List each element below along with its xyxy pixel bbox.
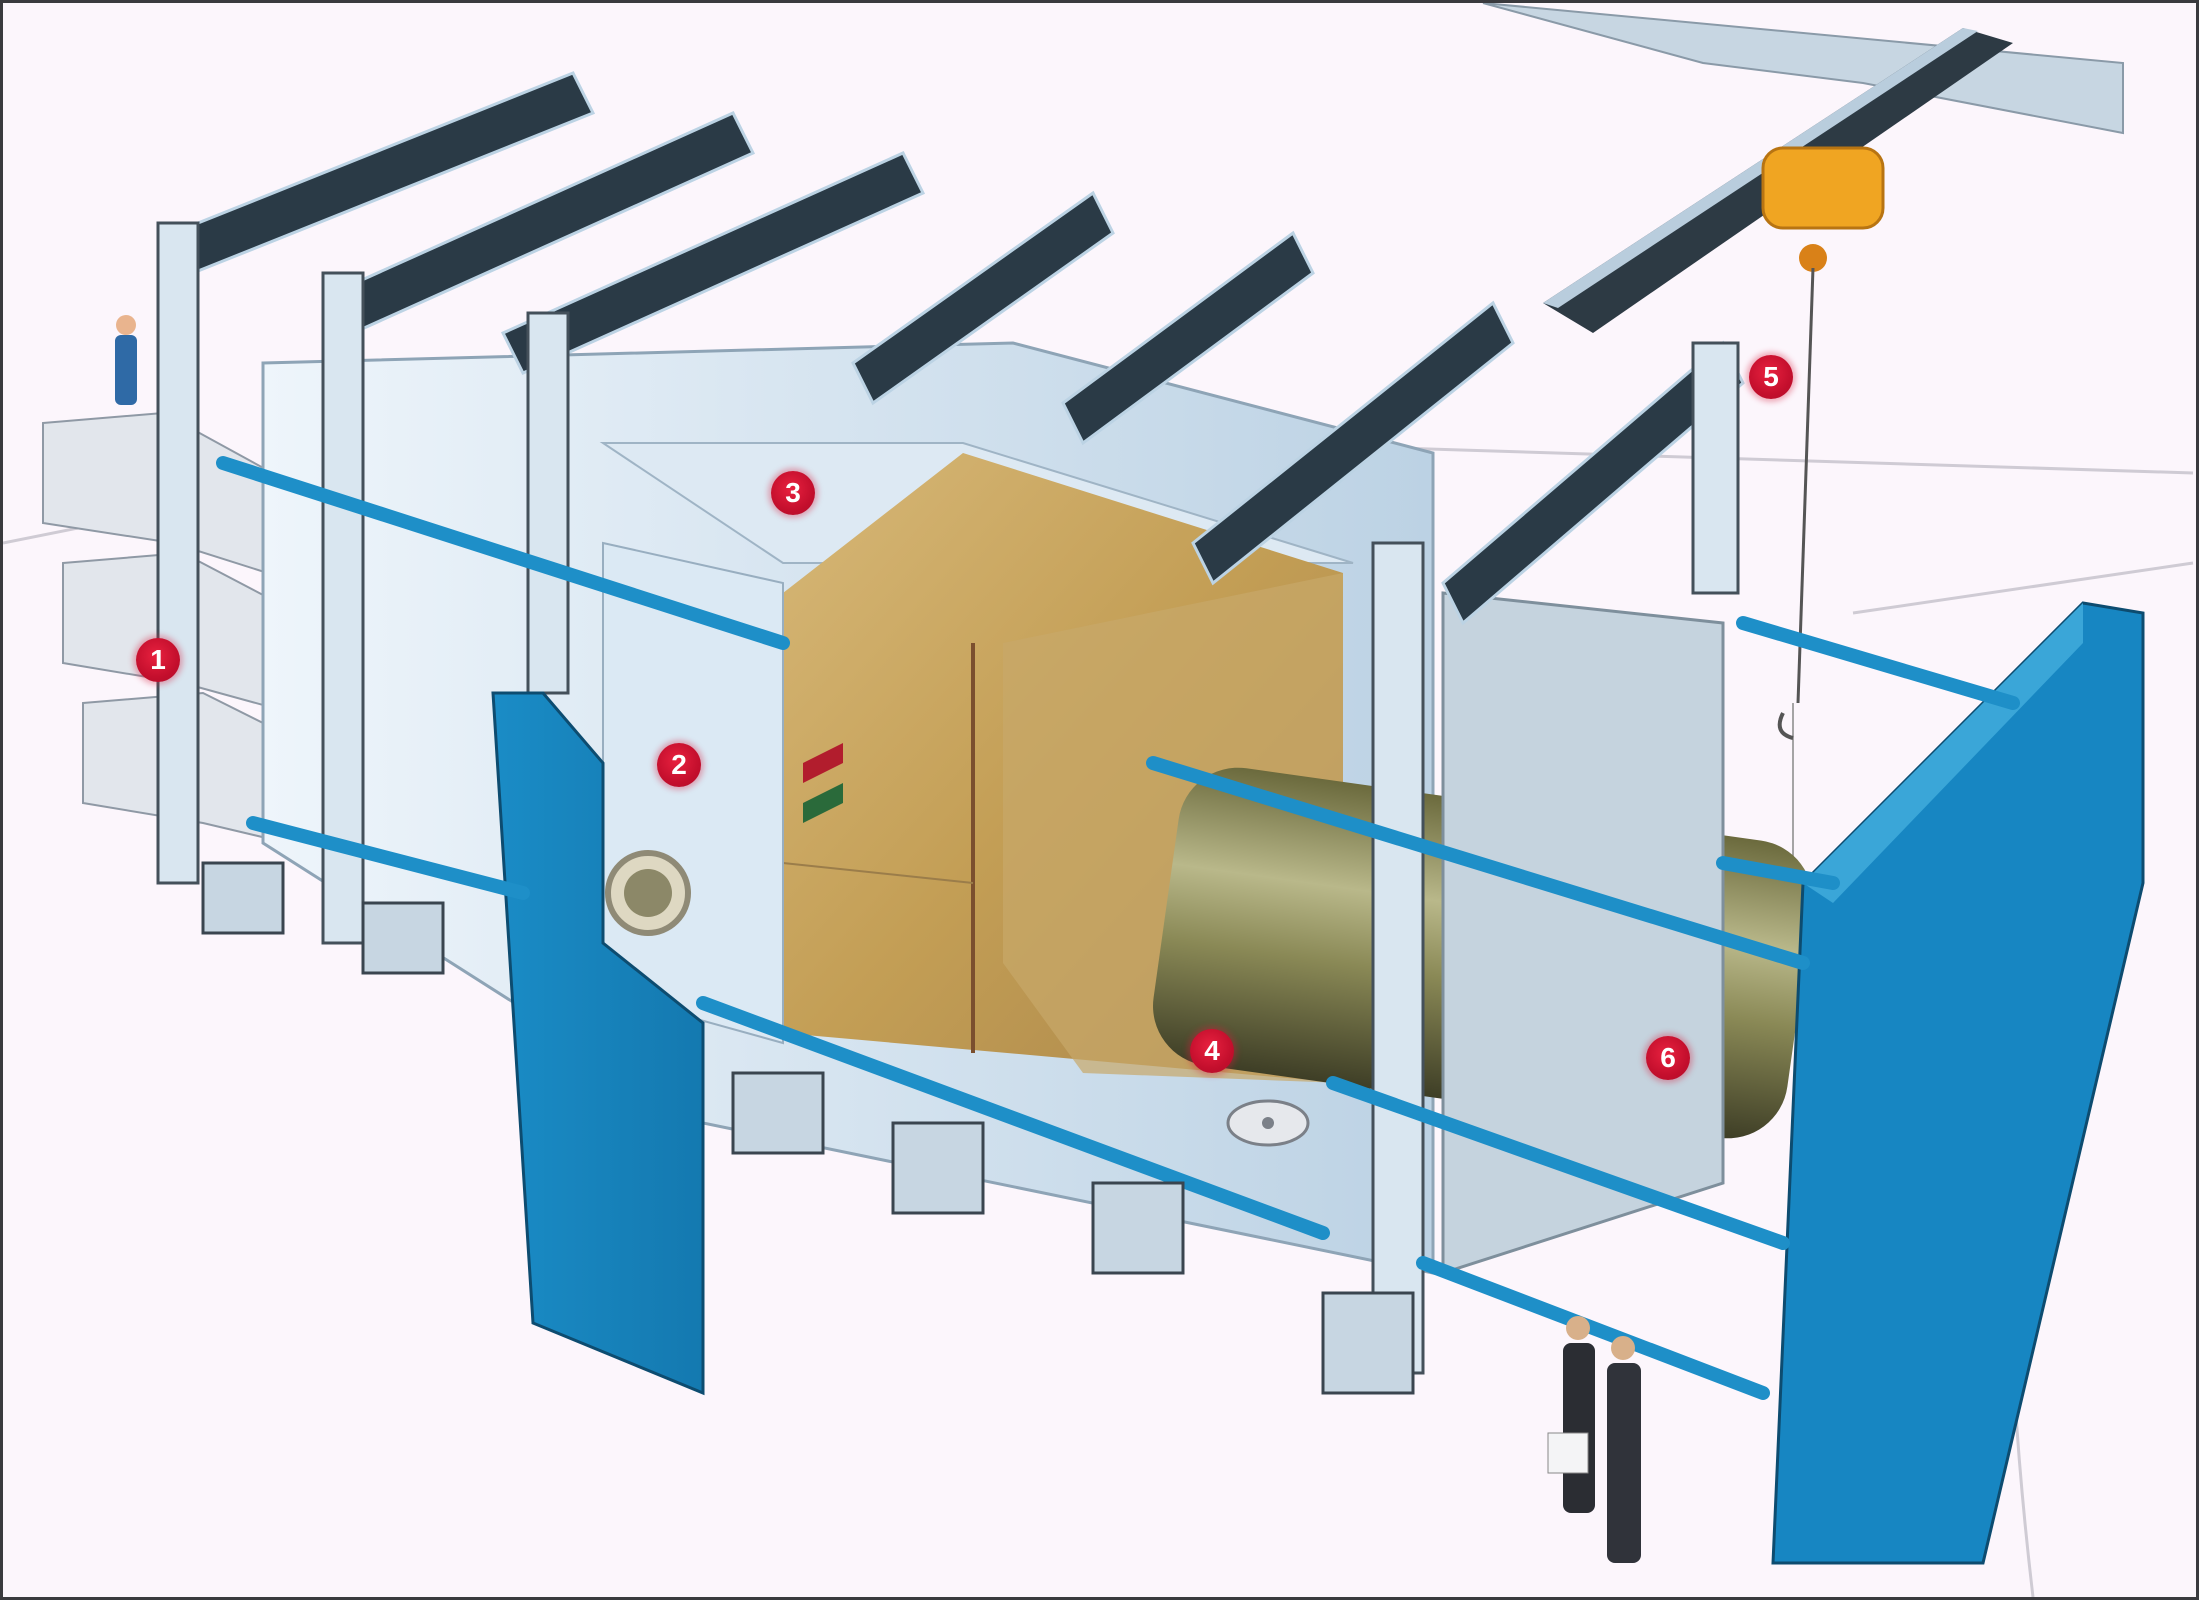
base-supports — [201, 861, 1415, 1395]
crane-hoist — [1761, 146, 1885, 883]
worker-figure-on-platform — [115, 315, 137, 405]
reaction-plate — [1441, 591, 1725, 1276]
two-businessmen-figures — [1547, 1316, 1641, 1563]
callout-marker-2[interactable]: 2 — [657, 743, 701, 787]
front-reaction-panel-right — [1771, 601, 2145, 1565]
callout-marker-6[interactable]: 6 — [1646, 1036, 1690, 1080]
callout-marker-4[interactable]: 4 — [1190, 1029, 1234, 1073]
floor-drain — [1226, 1099, 1310, 1147]
front-reaction-panel-left — [491, 691, 705, 1396]
tie-rods — [216, 456, 2020, 1400]
callout-marker-3[interactable]: 3 — [771, 471, 815, 515]
test-chamber-illustration — [3, 3, 2194, 1597]
callout-marker-1[interactable]: 1 — [136, 638, 180, 682]
callout-marker-5[interactable]: 5 — [1749, 355, 1793, 399]
chamber-side-wall — [602, 541, 784, 1045]
steel-frames — [170, 71, 1745, 626]
